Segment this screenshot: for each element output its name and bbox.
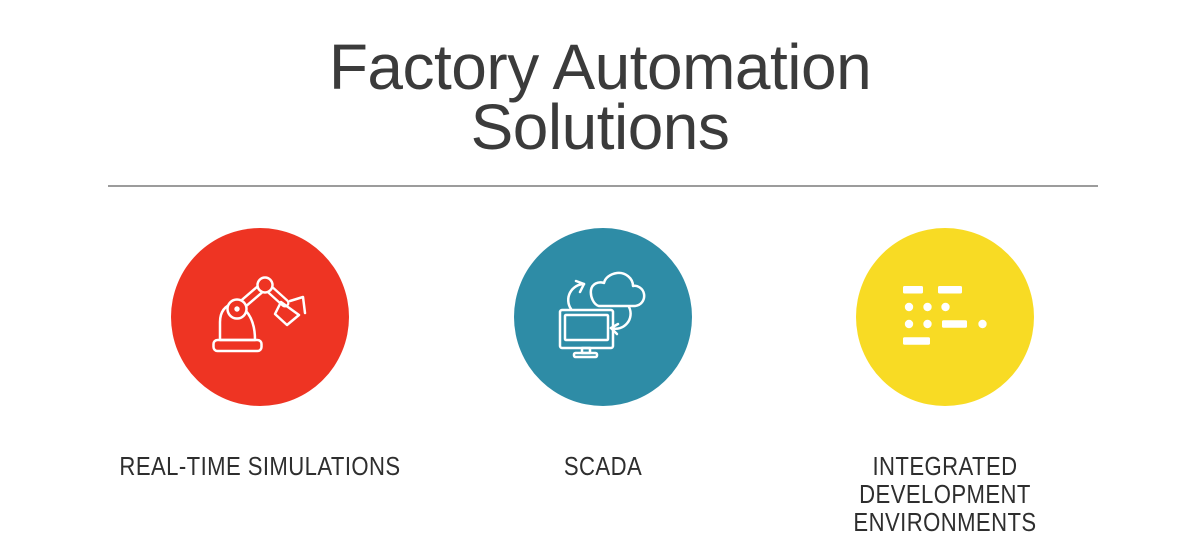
yellow-circle — [856, 228, 1034, 406]
red-circle — [171, 228, 349, 406]
cloud-sync-monitor-icon — [558, 271, 646, 359]
feature-label-scada: SCADA — [563, 451, 643, 481]
feature-real-time-simulations: REAL-TIME SIMULATIONS — [80, 228, 440, 480]
slide-title-line1: Factory Automation — [328, 31, 872, 103]
feature-integrated-development-environments: INTEGRATED DEVELOPMENT ENVIRONMENTS — [765, 228, 1125, 536]
morse-code-icon — [903, 286, 987, 345]
slide-title: Factory Automation Solutions — [0, 35, 1200, 159]
slide-title-line2: Solutions — [470, 91, 730, 163]
feature-label-real-time-simulations: REAL-TIME SIMULATIONS — [119, 451, 401, 481]
title-divider — [108, 185, 1098, 187]
feature-scada: SCADA — [423, 228, 783, 480]
robot-arm-icon — [212, 276, 307, 353]
teal-circle — [514, 228, 692, 406]
feature-label-integrated-development-environments: INTEGRATED DEVELOPMENT ENVIRONMENTS — [853, 451, 1037, 537]
